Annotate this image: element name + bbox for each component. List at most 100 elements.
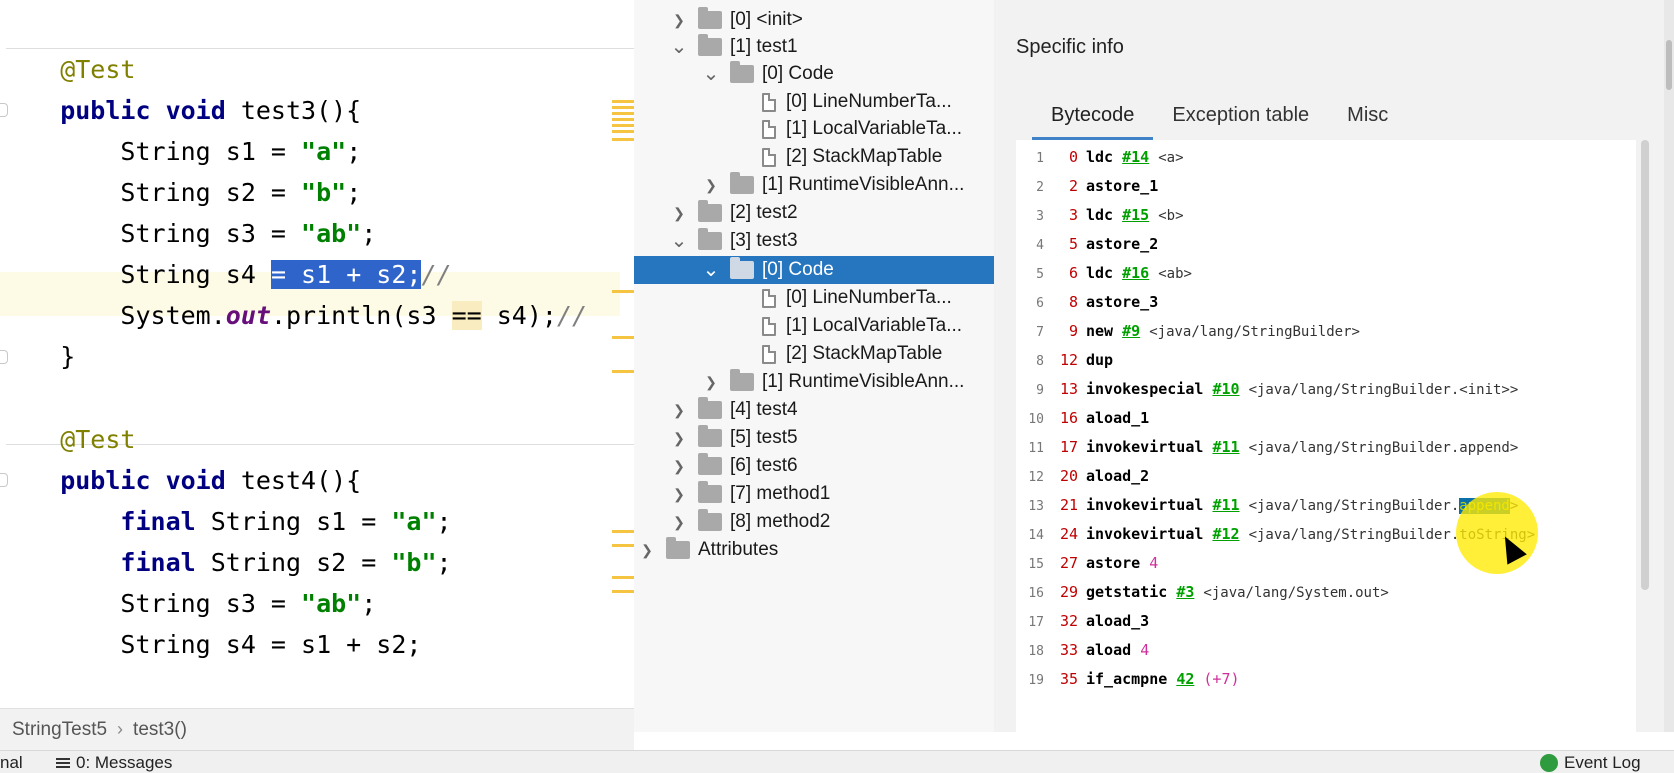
tree-node[interactable]: [0] LineNumberTa...: [634, 284, 994, 312]
code-line[interactable]: String s4 = s1 + s2;: [0, 623, 421, 667]
bytecode-opcode: if_acmpne: [1086, 670, 1168, 688]
tree-node[interactable]: ❯[4] test4: [634, 396, 994, 424]
bytecode-ref[interactable]: #11: [1212, 438, 1240, 456]
tree-node[interactable]: ⌄[3] test3: [634, 227, 994, 255]
folder-icon: [698, 425, 722, 447]
code-line[interactable]: String s1 = "a";: [0, 130, 361, 174]
code-line[interactable]: String s3 = "ab";: [0, 212, 376, 256]
terminal-tab[interactable]: nal: [0, 753, 23, 772]
tree-node[interactable]: ❯[7] method1: [634, 480, 994, 508]
breadcrumb-file[interactable]: StringTest5: [12, 718, 108, 740]
chevron-right-icon[interactable]: ❯: [673, 401, 685, 418]
tree-node[interactable]: ⌄[0] Code: [634, 256, 994, 284]
chevron-down-icon[interactable]: ⌄: [702, 259, 720, 281]
tab-misc[interactable]: Misc: [1347, 104, 1389, 126]
bytecode-comment: <java/lang/StringBuilder.append>: [1248, 440, 1519, 456]
bytecode-ref[interactable]: #15: [1122, 206, 1150, 224]
chevron-right-icon[interactable]: ❯: [673, 513, 685, 530]
code-line[interactable]: String s4 = s1 + s2;//: [0, 253, 452, 297]
messages-tab[interactable]: 0: Messages: [56, 753, 172, 773]
window-edge-scrollbar[interactable]: [1664, 0, 1674, 732]
chevron-down-icon[interactable]: ⌄: [670, 36, 688, 58]
code-line[interactable]: @Test: [0, 418, 135, 462]
breadcrumb-method[interactable]: test3(): [133, 718, 187, 740]
method-separator: [6, 444, 634, 445]
bytecode-ref[interactable]: #3: [1176, 583, 1195, 601]
tree-node[interactable]: ❯[0] <init>: [634, 6, 994, 34]
bytecode-offset: 6: [1068, 264, 1078, 282]
tree-node[interactable]: ⌄[1] test1: [634, 33, 994, 61]
chevron-right-icon[interactable]: ❯: [705, 176, 717, 193]
code-line[interactable]: public void test3(){: [0, 89, 361, 133]
code-line[interactable]: System.out.println(s3 == s4);//: [0, 294, 587, 338]
bytecode-vertical-scrollbar[interactable]: [1641, 140, 1649, 590]
fold-marker-icon[interactable]: [0, 103, 8, 117]
code-line[interactable]: final String s2 = "b";: [0, 541, 451, 585]
event-log-button[interactable]: Event Log: [1540, 753, 1641, 773]
tree-node[interactable]: ❯[2] test2: [634, 199, 994, 227]
tree-node[interactable]: [2] StackMapTable: [634, 340, 994, 368]
code-editor[interactable]: @Test public void test3(){ String s1 = "…: [0, 0, 634, 708]
code-line[interactable]: public void test4(){: [0, 459, 361, 503]
bytecode-ref[interactable]: #16: [1122, 264, 1150, 282]
tree-node[interactable]: ❯[5] test5: [634, 424, 994, 452]
chevron-right-icon[interactable]: ❯: [673, 485, 685, 502]
fold-marker-icon[interactable]: [0, 473, 8, 487]
code-line[interactable]: final String s1 = "a";: [0, 500, 451, 544]
bytecode-ref[interactable]: #11: [1212, 496, 1240, 514]
class-structure-tree[interactable]: ❯[0] <init>⌄[1] test1⌄[0] Code[0] LineNu…: [634, 0, 994, 732]
tree-node[interactable]: ❯[1] RuntimeVisibleAnn...: [634, 171, 994, 199]
tree-node[interactable]: ⌄[0] Code: [634, 60, 994, 88]
bytecode-ref[interactable]: #14: [1122, 148, 1150, 166]
tab-exception-table[interactable]: Exception table: [1172, 104, 1310, 126]
bytecode-ref[interactable]: #9: [1122, 322, 1141, 340]
chevron-right-icon[interactable]: ❯: [641, 541, 653, 558]
bytecode-ref[interactable]: #12: [1212, 525, 1240, 543]
tree-node[interactable]: ❯[1] RuntimeVisibleAnn...: [634, 368, 994, 396]
tree-node[interactable]: ❯Attributes: [634, 536, 994, 564]
code-line[interactable]: }: [0, 335, 75, 379]
tree-node[interactable]: ❯[8] method2: [634, 508, 994, 536]
chevron-down-icon[interactable]: ⌄: [670, 230, 688, 252]
chevron-right-icon[interactable]: ❯: [673, 457, 685, 474]
chevron-right-icon[interactable]: ❯: [673, 204, 685, 221]
tree-node[interactable]: [2] StackMapTable: [634, 143, 994, 171]
panel-title: Specific info: [1016, 36, 1124, 58]
chevron-right-icon[interactable]: ❯: [673, 11, 685, 28]
bytecode-ref[interactable]: 42: [1176, 670, 1195, 688]
code-line[interactable]: String s2 = "b";: [0, 171, 361, 215]
tree-node[interactable]: [1] LocalVariableTa...: [634, 115, 994, 143]
code-line[interactable]: @Test: [0, 48, 135, 92]
chevron-down-icon[interactable]: ⌄: [702, 63, 720, 85]
tab-bytecode[interactable]: Bytecode: [1032, 100, 1154, 140]
tree-node[interactable]: [0] LineNumberTa...: [634, 88, 994, 116]
code-line[interactable]: String s3 = "ab";: [0, 582, 376, 626]
tree-node[interactable]: [1] LocalVariableTa...: [634, 312, 994, 340]
chevron-right-icon[interactable]: ❯: [673, 429, 685, 446]
bytecode-ref[interactable]: #10: [1212, 380, 1240, 398]
fold-marker-icon[interactable]: [0, 350, 8, 364]
chevron-right-icon[interactable]: ❯: [705, 373, 717, 390]
bytecode-opcode: new: [1086, 322, 1114, 340]
tree-node[interactable]: ❯[6] test6: [634, 452, 994, 480]
event-log-icon: [1540, 754, 1558, 772]
